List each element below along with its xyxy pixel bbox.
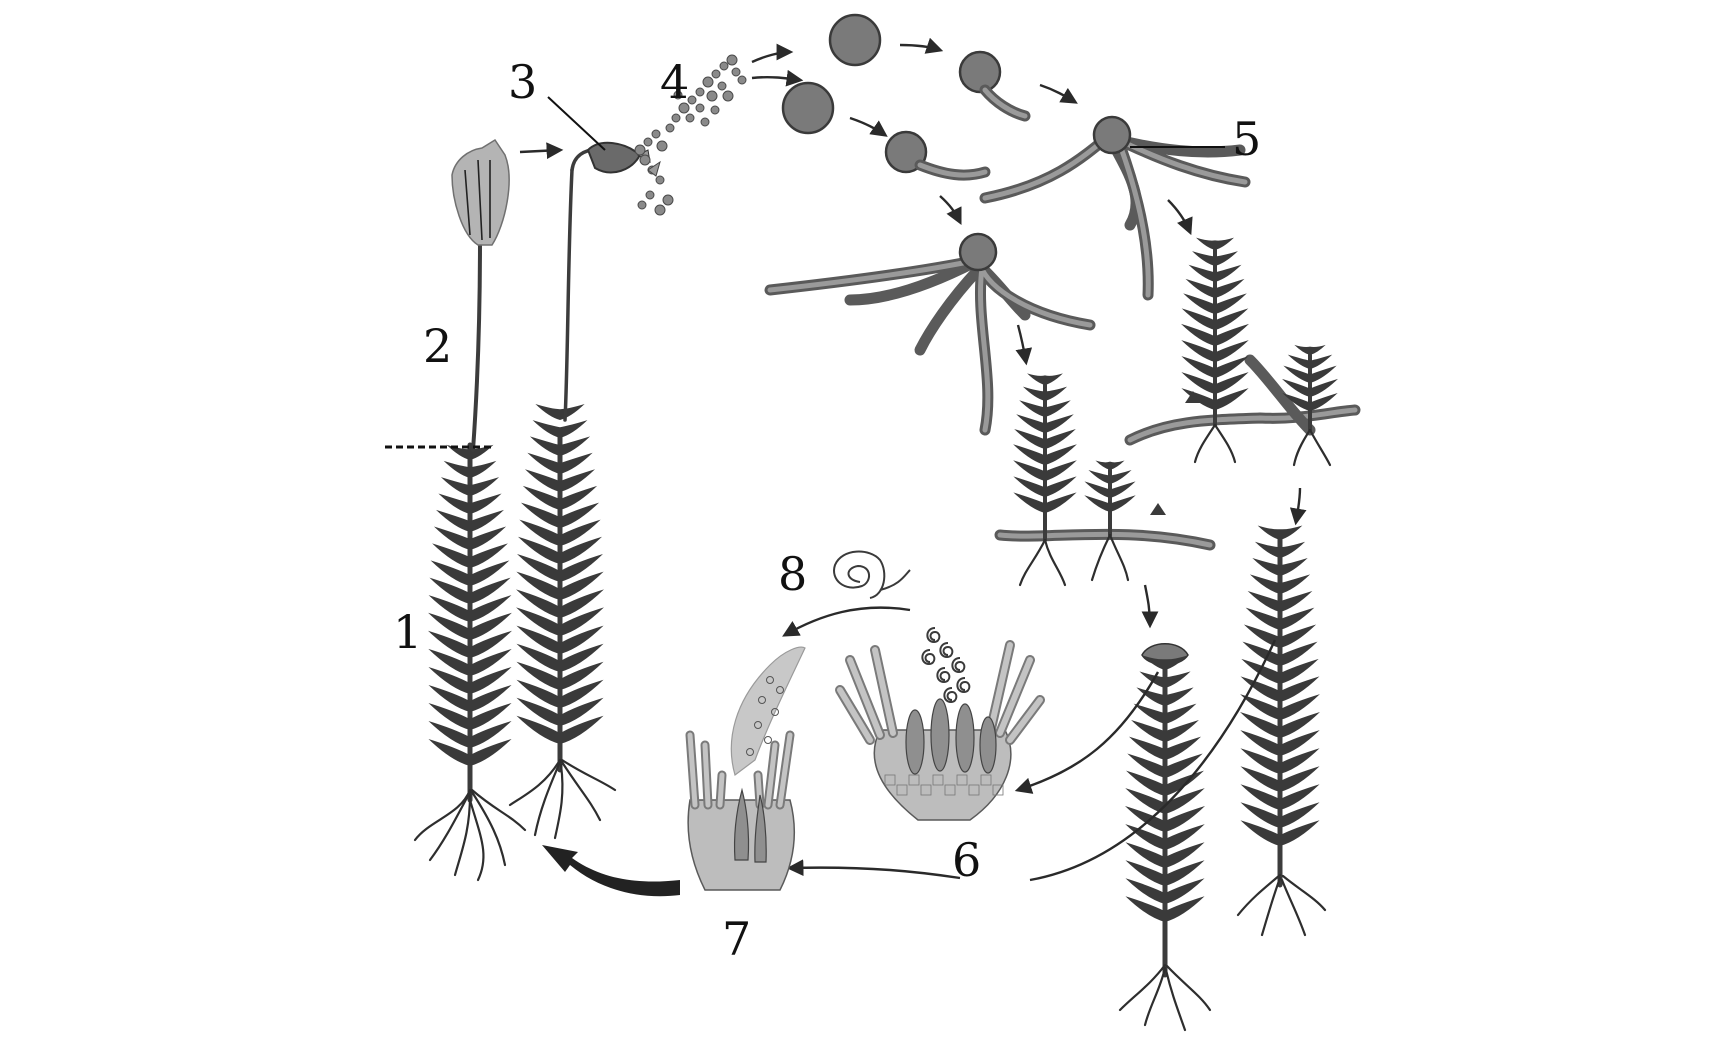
archegonia-7 [685,730,796,891]
label-3: 3 [508,55,537,109]
young-gametophytes-right [1124,237,1361,467]
rhizoids-plant-2 [508,758,617,840]
sperm-8 [833,550,911,599]
label-4: 4 [660,55,689,109]
young-gametophytes-middle [994,373,1216,587]
released-spores [634,54,747,216]
label-6: 6 [952,833,981,887]
germinating-spore-left [884,130,991,181]
label-8: 8 [778,547,807,601]
capsule-icon [586,141,642,174]
moss-plant-2 [508,141,651,840]
germinating-spore-top [958,50,1031,122]
label-2: 2 [423,319,452,373]
antheridia-6 [835,640,1045,821]
protonema-5 [979,115,1251,301]
moss-plant-1 [413,442,527,882]
return-arrow [542,845,680,897]
label-3-leader [547,96,606,151]
female-gametophyte [1236,525,1327,937]
sperm-release [921,627,971,704]
spore-top [828,13,882,67]
sperm-stream [730,646,806,777]
sperm-in-stream [746,676,784,756]
seta-2 [451,138,510,452]
protonema-middle [764,232,1096,436]
calyptra-icon [451,138,510,246]
label-5: 5 [1232,112,1261,166]
label-7: 7 [722,912,751,966]
male-gametophyte [1118,643,1212,1032]
rhizoids-plant-1 [413,788,527,882]
label-1: 1 [393,605,422,659]
spore-left [781,81,835,135]
